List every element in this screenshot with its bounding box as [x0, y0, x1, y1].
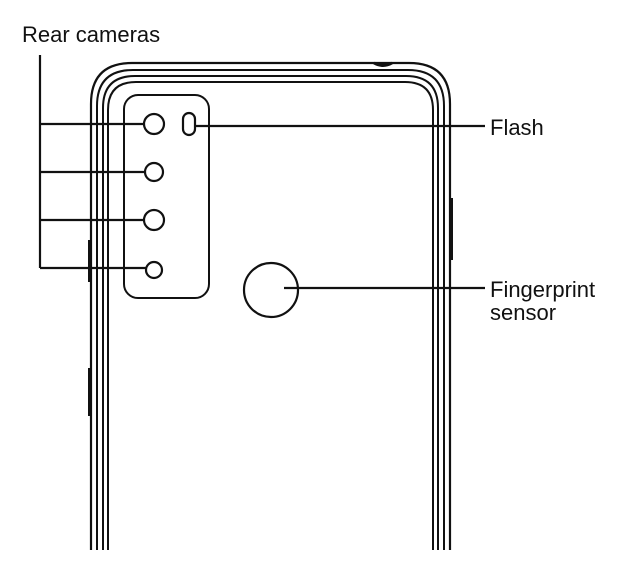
fingerprint-sensor-icon: [242, 261, 300, 319]
label-rear-cameras: Rear cameras: [22, 22, 160, 47]
side-buttons: [88, 198, 453, 416]
left-side-button-upper: [88, 240, 92, 282]
top-edge-notch: [373, 61, 393, 67]
rear-cameras-callout: [38, 55, 146, 270]
camera-lens-4: [144, 260, 164, 280]
flash-icon: [181, 111, 197, 137]
camera-lens-3: [142, 208, 166, 232]
left-side-button-lower: [88, 368, 92, 416]
camera-module: [123, 94, 210, 299]
camera-lens-2: [143, 161, 165, 183]
label-flash: Flash: [490, 115, 544, 140]
label-fingerprint: Fingerprint: [490, 277, 595, 302]
label-sensor: sensor: [490, 300, 556, 325]
camera-lens-1: [142, 112, 166, 136]
right-side-button: [449, 198, 453, 260]
phone-body: [89, 61, 452, 550]
